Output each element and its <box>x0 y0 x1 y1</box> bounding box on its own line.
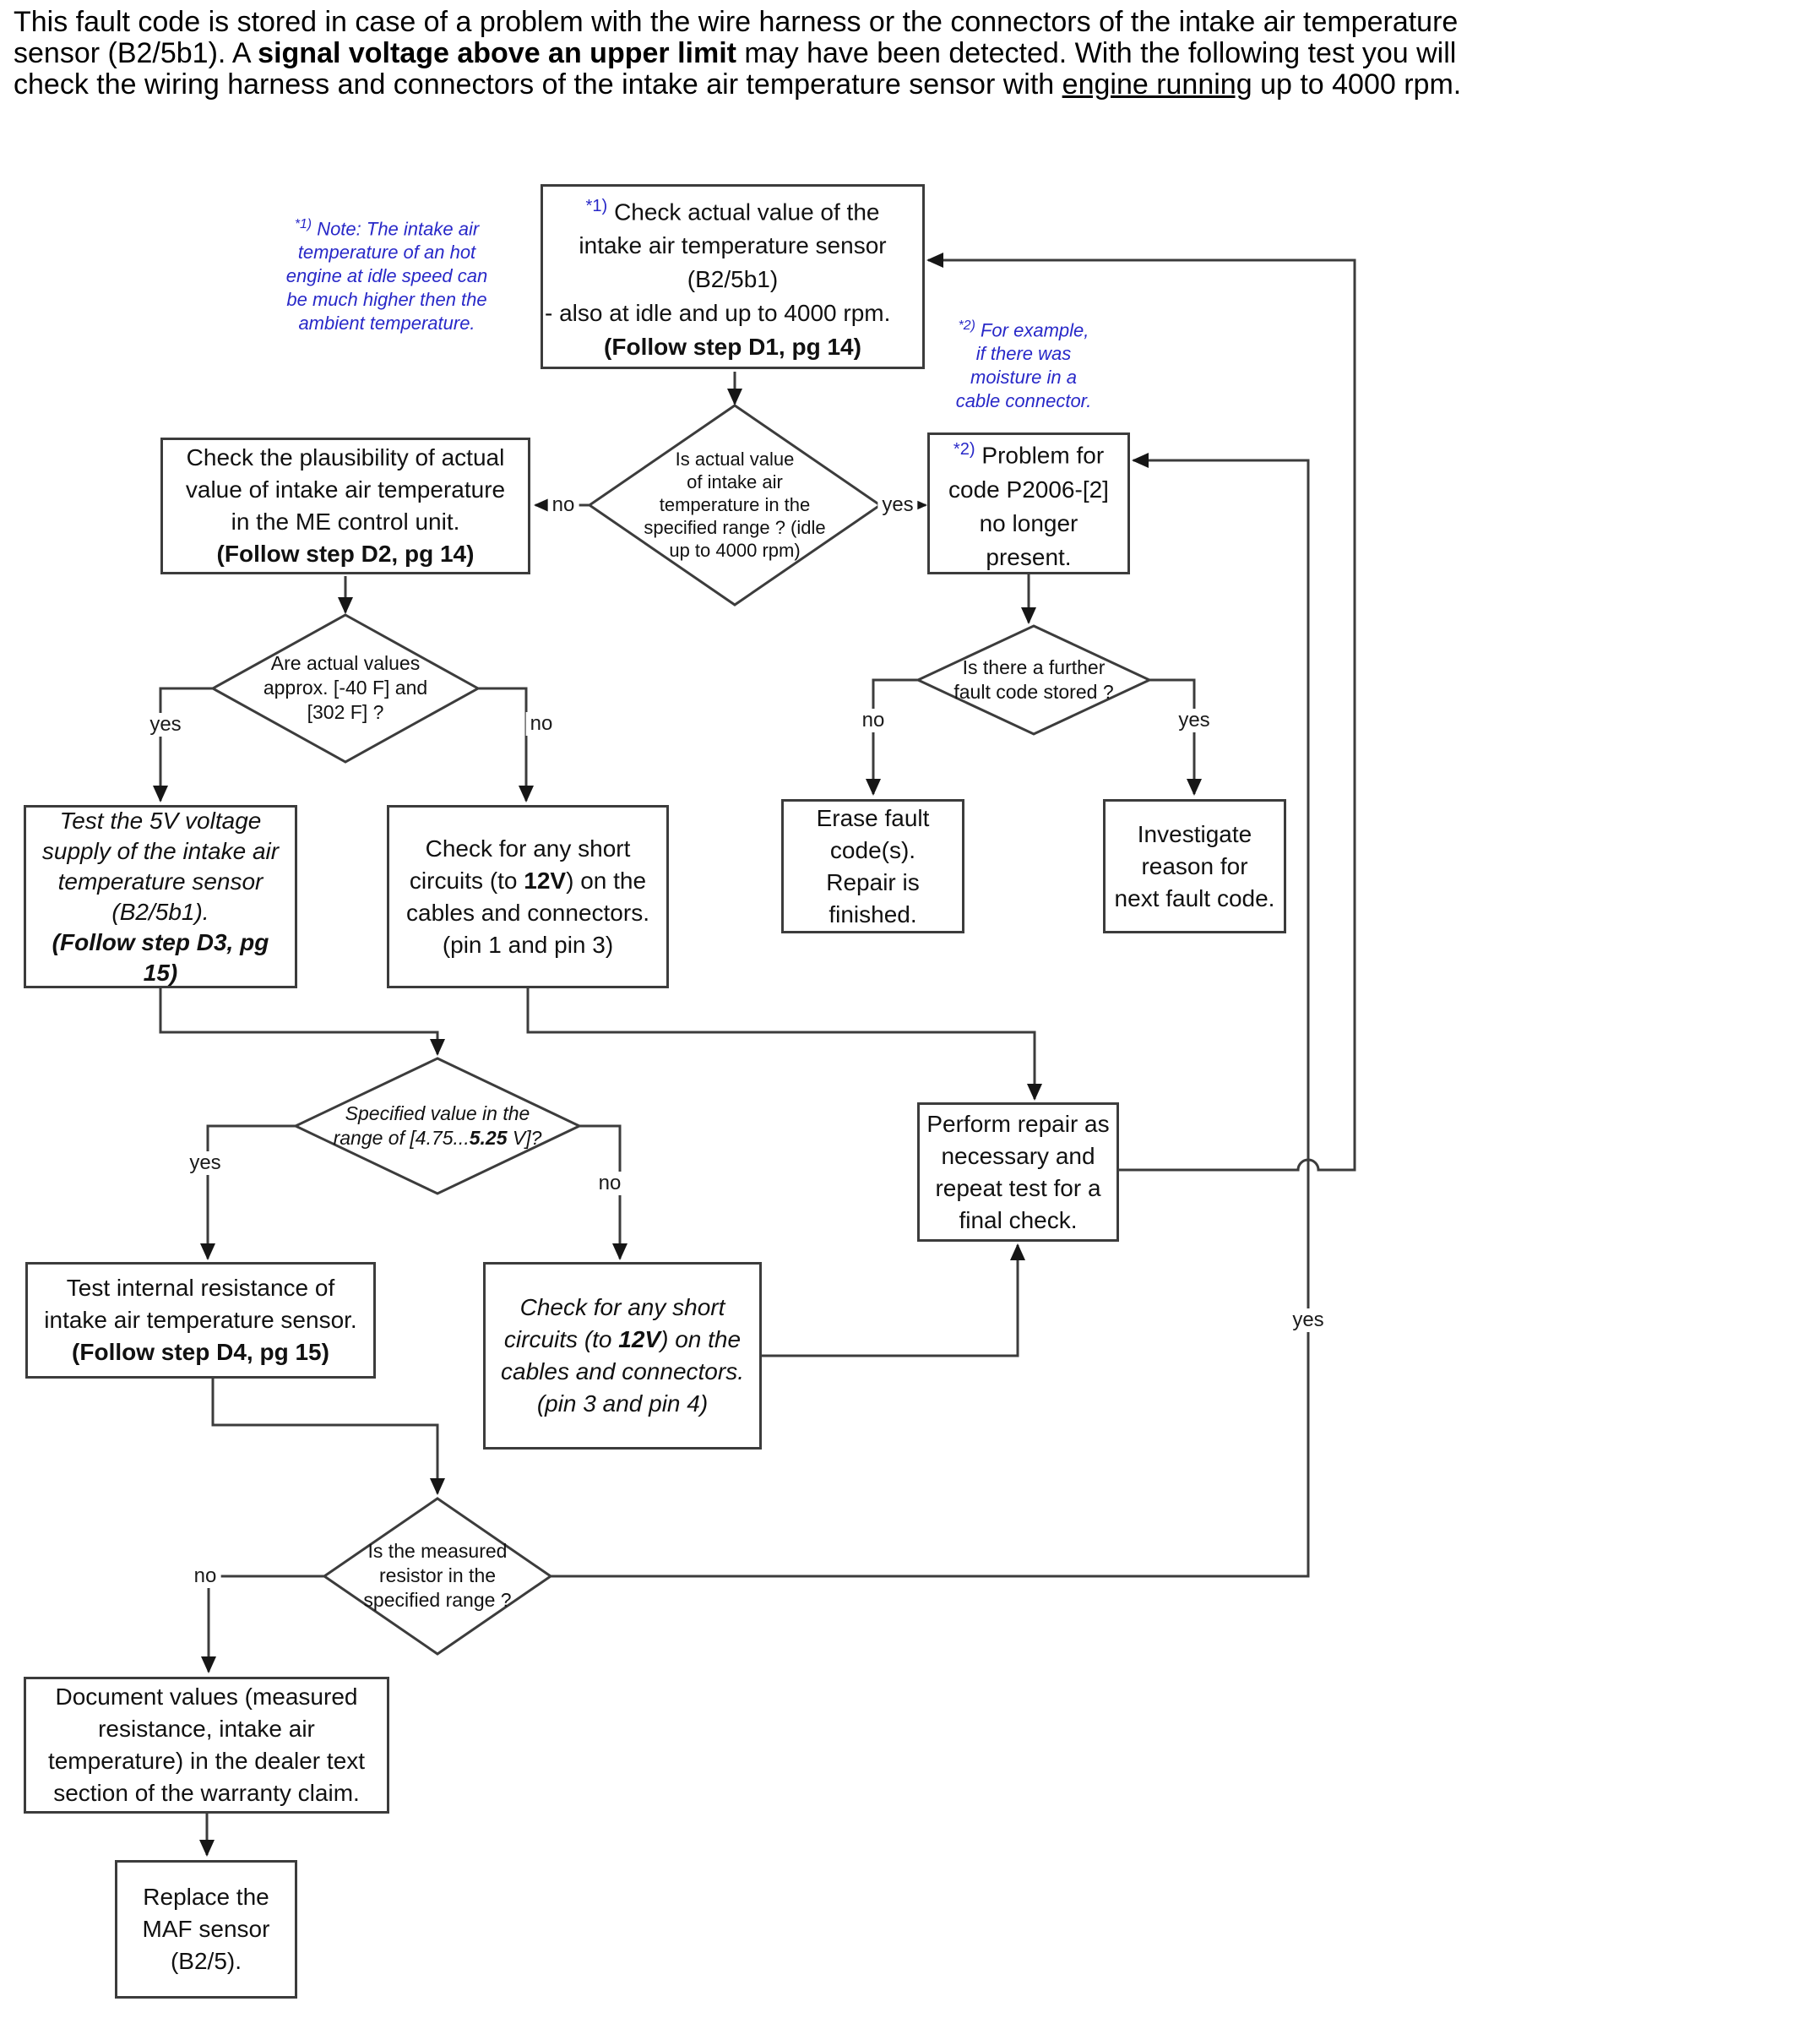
label-d1-yes: yes <box>877 493 918 517</box>
footnote-1: *1) Note: The intake air temperature of … <box>285 217 488 335</box>
arrowheads <box>153 253 1202 1857</box>
box-test-internal-resistance: Test internal resistance of intake air t… <box>25 1262 376 1379</box>
decision-further-fault-code: Is there a further fault code stored ? <box>953 656 1114 703</box>
header-line-1: This fault code is stored in case of a p… <box>14 6 1459 38</box>
box-check-plausibility: Check the plausibility of actual value o… <box>160 438 530 574</box>
box-perform-repair: Perform repair as necessary and repeat t… <box>917 1102 1119 1242</box>
header-line-2: sensor (B2/5b1). A signal voltage above … <box>14 37 1457 69</box>
decision-actual-value-in-range: Is actual value of intake air temperatur… <box>644 449 826 561</box>
label-d4-yes: yes <box>185 1151 225 1175</box>
box-check-actual-value: *1) Check actual value of the intake air… <box>541 184 925 369</box>
label-d4-no: no <box>594 1172 626 1195</box>
label-d5-yes: yes <box>1288 1308 1328 1332</box>
decision-actual-value-in-range-shape <box>587 404 883 606</box>
header-line-3: check the wiring harness and connectors … <box>14 68 1462 101</box>
decision-specified-value-range-shape <box>292 1057 583 1195</box>
box-test-5v-supply: Test the 5V voltage supply of the intake… <box>24 805 297 988</box>
label-d3-yes: yes <box>1174 709 1214 732</box>
footnote-2: *2) For example, if there was moisture i… <box>955 318 1092 412</box>
box-document-values: Document values (measured resistance, in… <box>24 1677 389 1814</box>
decision-actual-values-approx-shape <box>209 613 481 764</box>
decision-actual-values-approx: Are actual values approx. [-40 F] and [3… <box>263 652 428 723</box>
box-problem-no-longer-present: *2) Problem for code P2006-[2] no longer… <box>927 432 1130 574</box>
box-check-short-circuits-pin3-4: Check for any short circuits (to 12V) on… <box>483 1262 762 1450</box>
box-investigate-reason: Investigate reason for next fault code. <box>1103 799 1286 933</box>
box-erase-fault-codes: Erase fault code(s). Repair is finished. <box>781 799 964 933</box>
box-check-short-circuits-pin1-3: Check for any short circuits (to 12V) on… <box>387 805 669 988</box>
label-d3-no: no <box>857 709 889 732</box>
decision-specified-value-range: Specified value in the range of [4.75...… <box>333 1102 542 1149</box>
decision-further-fault-code-shape <box>915 624 1153 736</box>
box-replace-maf-sensor: Replace the MAF sensor (B2/5). <box>115 1860 297 1999</box>
decision-measured-resistor-range-shape <box>322 1497 553 1656</box>
label-d1-no: no <box>547 493 579 517</box>
header-text: This fault code is stored in case of a p… <box>14 7 1812 101</box>
label-d5-no: no <box>189 1564 221 1588</box>
decision-measured-resistor-range: Is the measured resistor in the specifie… <box>363 1540 512 1611</box>
label-d2-no: no <box>525 712 557 736</box>
label-d2-yes: yes <box>145 713 186 737</box>
